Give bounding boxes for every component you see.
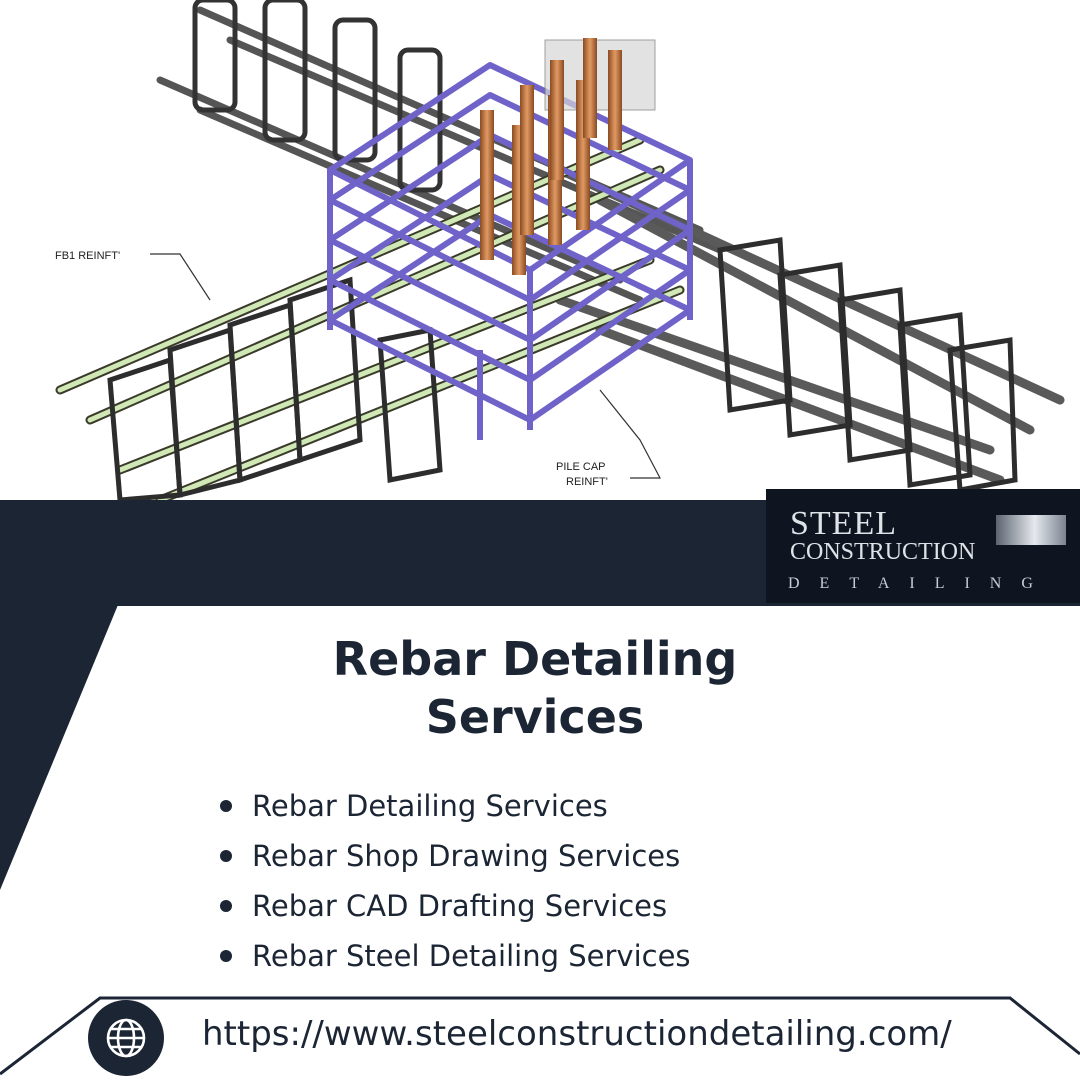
callout-beam: FB1 REINFT' [55, 250, 211, 301]
company-logo: STEEL CONSTRUCTION DETAILING [766, 489, 1080, 603]
svg-text:PILE CAP: PILE CAP [556, 461, 606, 473]
logo-line-detailing: DETAILING [788, 575, 1053, 592]
page-title-line-2: Services [425, 690, 645, 744]
bullet-icon [220, 900, 232, 912]
logo-steel-beam-graphic [996, 515, 1066, 545]
dark-side-wedge [0, 600, 120, 890]
list-item: Rebar Shop Drawing Services [216, 834, 691, 884]
callout-pile-cap: PILE CAP REINFT' [556, 389, 661, 488]
page-title-line-1: Rebar Detailing [332, 632, 738, 686]
svg-text:REINFT': REINFT' [566, 476, 608, 488]
globe-icon [88, 1000, 164, 1076]
logo-line-steel: STEEL [790, 505, 897, 542]
bullet-icon [220, 800, 232, 812]
list-item-label: Rebar CAD Drafting Services [252, 889, 668, 923]
anchor-bolts [480, 38, 656, 275]
bullet-icon [220, 950, 232, 962]
services-list: Rebar Detailing Services Rebar Shop Draw… [216, 784, 691, 984]
list-item: Rebar Steel Detailing Services [216, 934, 691, 984]
rebar-3d-illustration: FB1 REINFT' PILE CAP REINFT' [55, 0, 1065, 505]
website-link[interactable]: https://www.steelconstructiondetailing.c… [202, 1014, 952, 1054]
svg-text:FB1 REINFT': FB1 REINFT' [55, 250, 120, 262]
list-item-label: Rebar Detailing Services [252, 789, 608, 823]
bullet-icon [220, 850, 232, 862]
right-beam-cage [555, 165, 1065, 493]
list-item: Rebar CAD Drafting Services [216, 884, 691, 934]
list-item-label: Rebar Shop Drawing Services [252, 839, 681, 873]
logo-line-construction: CONSTRUCTION [790, 539, 976, 565]
list-item: Rebar Detailing Services [216, 784, 691, 834]
list-item-label: Rebar Steel Detailing Services [252, 939, 691, 973]
pile-cap-cage [327, 62, 693, 440]
footer-frame [0, 996, 1080, 1076]
page-title: Rebar Detailing Services [250, 630, 820, 746]
